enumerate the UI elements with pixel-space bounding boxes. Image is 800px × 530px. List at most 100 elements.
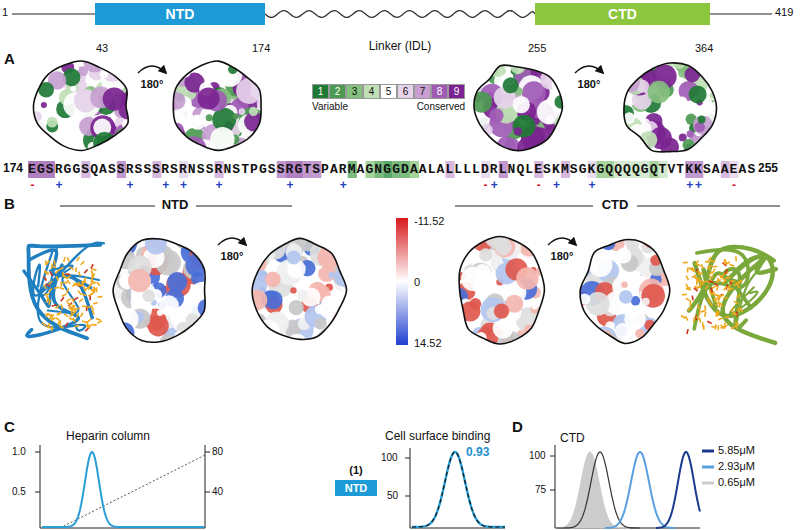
side-chain (699, 283, 702, 287)
surface-patch (659, 308, 680, 329)
side-chain (93, 303, 98, 305)
surface-outline (474, 65, 562, 151)
value-label: 0.93 (466, 446, 489, 460)
surface-patch (584, 232, 598, 246)
surface-patch (170, 133, 178, 141)
surface-patch (465, 122, 479, 136)
surface-patch (108, 145, 117, 154)
surface-patch (184, 238, 194, 248)
surface-patch (586, 292, 610, 316)
side-chain (52, 305, 57, 307)
surface-patch (315, 317, 327, 329)
surface-patch (250, 335, 270, 355)
side-chain (717, 325, 719, 330)
surface-patch (689, 85, 707, 103)
side-chain (694, 288, 698, 291)
surface-patch (661, 233, 673, 245)
side-chain (711, 326, 716, 328)
side-chain (97, 296, 102, 298)
region-label: Linker (IDL) (369, 40, 432, 54)
surface-patch (489, 108, 503, 122)
side-chain (75, 267, 77, 272)
domain-box: CTD (535, 3, 710, 25)
surface-patch (513, 115, 536, 138)
side-chain (716, 311, 719, 315)
surface-outline (580, 240, 670, 344)
surface-patch (659, 243, 666, 250)
surface-patch (236, 78, 262, 104)
side-chain (686, 298, 690, 301)
side-chain (698, 271, 701, 275)
legend-text: 1 (318, 86, 324, 98)
surface-patch (527, 225, 548, 246)
side-chain (64, 257, 66, 262)
surface-patch (535, 232, 542, 239)
side-chain (62, 294, 66, 296)
side-chain (717, 310, 719, 314)
chart-title: Cell surface binding (385, 430, 490, 444)
surface-patch (486, 60, 495, 69)
side-chain (705, 286, 708, 290)
side-chain (60, 321, 61, 326)
side-chain (728, 284, 731, 288)
surface-patch (198, 299, 216, 317)
surface-patch (124, 61, 132, 69)
header-rule (60, 206, 155, 207)
side-chain (81, 313, 83, 317)
residue-number: 255 (758, 162, 778, 176)
axis-tick-label: 40 (212, 486, 223, 498)
surface-patch (41, 102, 47, 108)
legend-text: 2.93μM (718, 460, 755, 473)
scale-label: Conserved (417, 101, 465, 113)
side-chain (44, 276, 46, 280)
electrostatic-surface (241, 229, 356, 355)
surface-patch (114, 65, 126, 77)
panel-letter: B (4, 195, 15, 212)
surface-patch (625, 236, 639, 250)
side-chain (74, 297, 78, 299)
side-chain (731, 326, 735, 329)
side-chain (723, 287, 726, 291)
side-chain (84, 269, 87, 273)
surface-patch (332, 335, 350, 353)
side-chain (46, 313, 49, 317)
surface-patch (619, 290, 633, 304)
side-chain (56, 318, 60, 321)
surface-patch (687, 130, 694, 137)
surface-patch (476, 68, 483, 75)
charge-sign: + (127, 179, 134, 193)
side-chain (72, 304, 73, 309)
side-chain (67, 257, 69, 262)
legend-text: 9 (454, 86, 460, 98)
side-chain (733, 312, 736, 316)
residue-number: 174 (252, 42, 270, 55)
charge-sign: + (180, 179, 187, 193)
tick (405, 458, 410, 459)
axis-tick-label: 80 (212, 446, 223, 458)
figure-art (624, 63, 717, 152)
surface-patch (335, 267, 355, 287)
surface-patch (117, 52, 138, 73)
surface-outline (459, 237, 544, 344)
side-chain (92, 269, 97, 270)
surface-patch (255, 62, 265, 72)
side-chain (725, 269, 727, 273)
axis-tick-label: 50 (387, 490, 398, 502)
surface-patch (513, 96, 530, 113)
trace (656, 452, 700, 528)
surface-patch (460, 235, 470, 245)
side-chain (67, 280, 70, 284)
surface-patch (547, 61, 558, 72)
ribbon (695, 256, 773, 316)
surface-patch (641, 284, 665, 308)
side-chain (50, 272, 52, 276)
side-chain (77, 257, 80, 261)
rotate-arrow (548, 238, 576, 245)
surface-patch (472, 64, 487, 79)
side-chain (701, 311, 706, 312)
colorbar-value: -11.52 (414, 215, 444, 228)
side-chain (681, 316, 685, 319)
legend-swatch: 9 (448, 84, 465, 99)
side-chain (691, 269, 695, 272)
